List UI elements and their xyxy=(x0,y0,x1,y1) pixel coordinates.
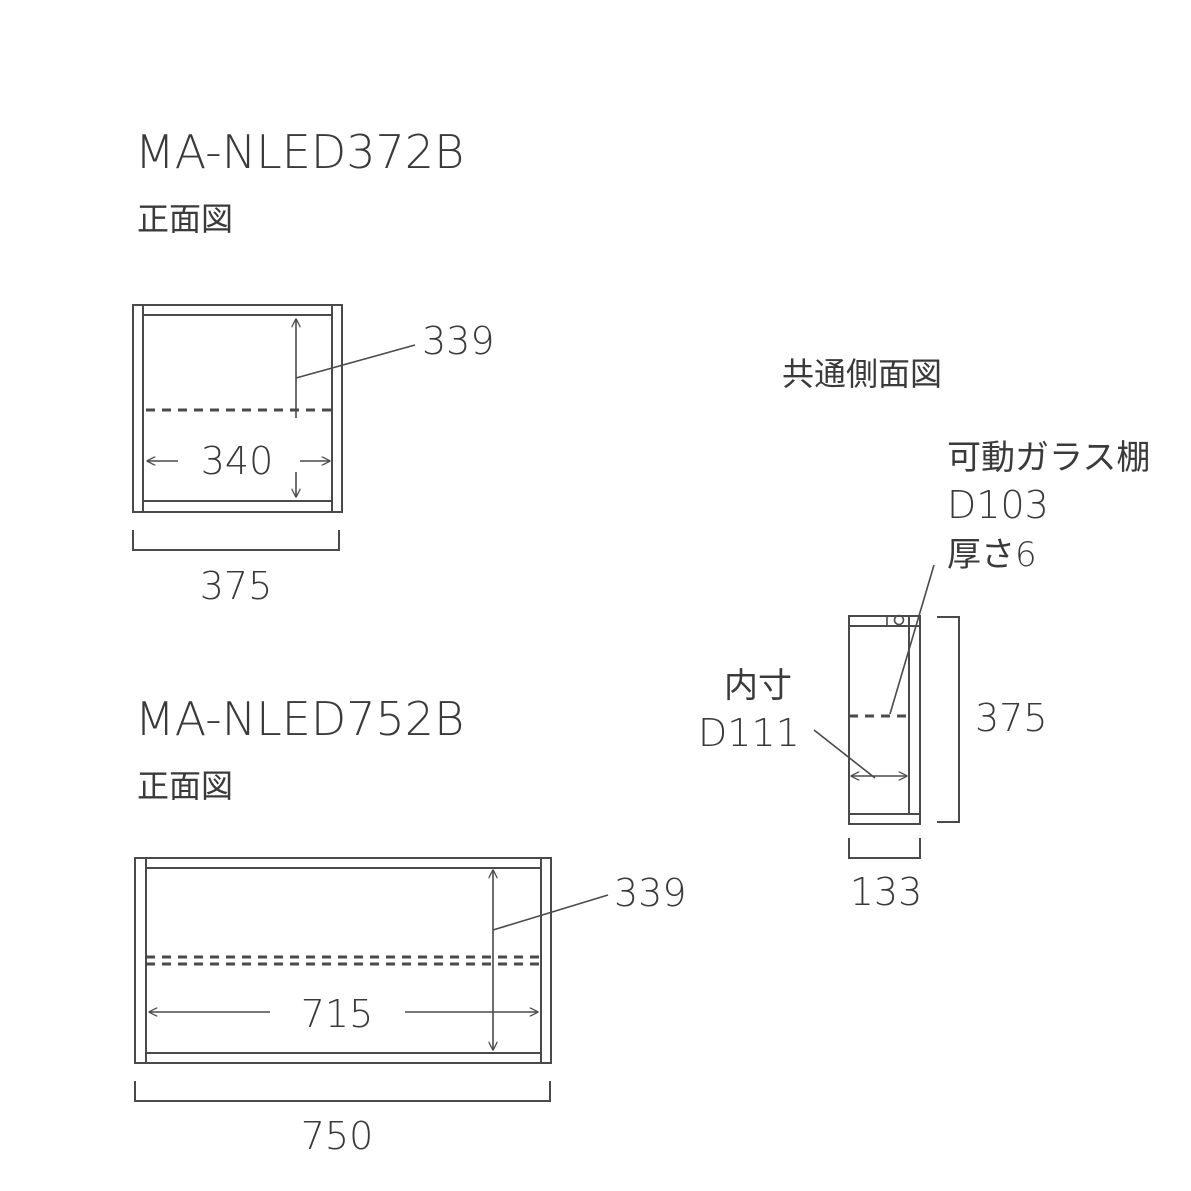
cabinet-small: 340 339 xyxy=(132,304,495,513)
height-leader-line xyxy=(492,894,609,931)
inner-height-large: 339 xyxy=(614,871,687,915)
front-view-small: MA-NLED372B 正面図 340 339 375 xyxy=(132,125,495,608)
view-label-small: 正面図 xyxy=(137,200,233,238)
side-view-label: 共通側面図 xyxy=(782,355,942,393)
outer-width-small: 375 xyxy=(200,564,273,608)
height-leader-line xyxy=(295,344,416,379)
right-side-panel xyxy=(331,304,343,513)
right-side-panel xyxy=(540,857,552,1064)
outer-depth-bracket xyxy=(848,838,921,859)
outer-depth: 133 xyxy=(850,870,923,914)
outer-width-bracket-large xyxy=(134,1081,551,1102)
model-title-large: MA-NLED752B xyxy=(135,692,464,746)
top-panel xyxy=(145,857,542,869)
inner-height-small: 339 xyxy=(422,319,495,363)
left-side-panel xyxy=(132,304,144,513)
inner-depth-leader-line xyxy=(813,729,876,779)
shelf-leader-line xyxy=(889,564,935,715)
inner-width-large: 715 xyxy=(301,992,374,1036)
front-view-large: MA-NLED752B 正面図 715 339 750 xyxy=(134,692,687,1158)
top-panel xyxy=(142,304,333,316)
cabinet-large: 715 339 xyxy=(134,857,687,1064)
glass-shelf-thickness: 厚さ6 xyxy=(947,535,1037,575)
outer-width-large: 750 xyxy=(301,1114,374,1158)
inner-width-small: 340 xyxy=(201,439,274,483)
bottom-panel xyxy=(142,500,333,513)
outer-width-bracket-small xyxy=(132,530,340,551)
bottom-panel xyxy=(145,1052,542,1064)
glass-shelf-label: 可動ガラス棚 xyxy=(947,438,1150,478)
cabinet-side xyxy=(813,564,935,825)
view-label-large: 正面図 xyxy=(137,767,233,805)
light-fixture-icon xyxy=(893,614,905,626)
outer-height-bracket xyxy=(937,616,960,823)
top-recess xyxy=(886,616,909,627)
inner-depth: D111 xyxy=(698,711,800,755)
side-view: 共通側面図 可動ガラス棚 D103 厚さ6 内寸 D111 375 133 xyxy=(698,355,1150,914)
inner-dimension-label: 内寸 xyxy=(724,666,792,706)
left-side-panel xyxy=(134,857,147,1064)
glass-shelf-depth: D103 xyxy=(947,483,1049,527)
outer-height: 375 xyxy=(975,696,1048,740)
model-title-small: MA-NLED372B xyxy=(135,125,464,179)
